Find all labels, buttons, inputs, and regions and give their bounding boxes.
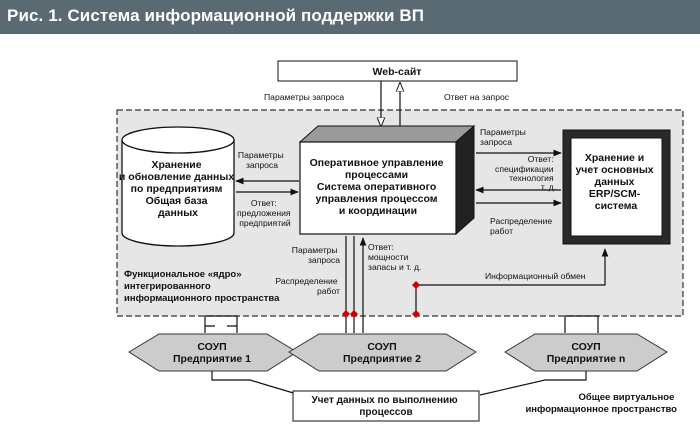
query-params-top-label: Параметры запроса bbox=[264, 92, 344, 102]
erp-scm-text: Хранение и учет основных данных ERP/SCM-… bbox=[575, 152, 656, 212]
bottom-query-label: Параметры запроса bbox=[292, 245, 340, 265]
center-line-5: и координации bbox=[339, 205, 417, 217]
left-reply-label: Ответ: предложения предприятий bbox=[237, 198, 293, 228]
erp-line-2: учет основных bbox=[575, 164, 653, 176]
database-text: Хранение и обновление данных по предприя… bbox=[119, 159, 237, 219]
virtual-space-label: Общее виртуальное информационное простра… bbox=[525, 392, 677, 415]
title-bar: Рис. 1. Система информационной поддержки… bbox=[0, 0, 700, 34]
left-query-label: Параметры запроса bbox=[238, 150, 286, 170]
enterprise-n-link bbox=[564, 315, 599, 333]
website-box bbox=[277, 60, 518, 82]
enterprise-1-sub: Предприятие 1 bbox=[173, 353, 251, 365]
figure-title: Рис. 1. Система информационной поддержки… bbox=[7, 6, 425, 25]
erp-line-1: Хранение и bbox=[585, 152, 644, 164]
enterprise-1-link bbox=[204, 315, 238, 327]
enterprise-n-name: СОУП bbox=[571, 341, 600, 353]
erp-line-4: ERP/SCM- bbox=[589, 188, 641, 200]
db-line-3: по предприятиям bbox=[131, 183, 223, 195]
enterprise-1-to-accounting bbox=[211, 371, 301, 396]
center-line-4: управления процессом bbox=[316, 193, 438, 205]
db-line-2: и обновление данных bbox=[119, 171, 234, 183]
marker-1 bbox=[342, 310, 350, 318]
marker-2 bbox=[350, 310, 358, 318]
db-line-5: данных bbox=[158, 207, 198, 219]
enterprise-2-hexagon: СОУП Предприятие 2 bbox=[288, 333, 477, 372]
bottom-reply-label: Ответ: мощности запасы и т. д. bbox=[368, 242, 421, 272]
erp-scm-block: Хранение и учет основных данных ERP/SCM-… bbox=[562, 129, 671, 245]
info-exchange-label: Информационный обмен bbox=[485, 271, 586, 281]
enterprise-2-sub: Предприятие 2 bbox=[343, 353, 421, 365]
enterprise-1-name: СОУП bbox=[197, 341, 226, 353]
center-line-3: Система оперативного bbox=[317, 181, 436, 193]
center-line-2: процессами bbox=[345, 169, 408, 181]
marker-4 bbox=[412, 310, 420, 318]
operational-management-block: Оперативное управление процессами Систем… bbox=[298, 124, 476, 236]
erp-line-3: данных bbox=[595, 176, 635, 188]
db-line-4: Общая база bbox=[146, 195, 208, 207]
enterprise-n-sub: Предприятие n bbox=[547, 353, 626, 365]
db-line-1: Хранение bbox=[152, 159, 202, 171]
bottom-distribution-label: Распределение работ bbox=[275, 276, 340, 296]
database-block: Хранение и обновление данных по предприя… bbox=[119, 126, 237, 247]
accounting-text: Учет данных по выполнению процессов bbox=[312, 395, 461, 418]
connection-markers bbox=[342, 281, 420, 318]
enterprise-n-to-accounting bbox=[479, 371, 587, 396]
info-exchange-line bbox=[415, 248, 609, 314]
erp-line-5: система bbox=[595, 200, 638, 212]
core-label: Функциональное «ядро» интегрированного и… bbox=[124, 269, 280, 304]
enterprise-2-name: СОУП bbox=[367, 341, 396, 353]
center-line-1: Оперативное управление bbox=[310, 157, 444, 169]
marker-3 bbox=[412, 281, 420, 289]
reply-top-label: Ответ на запрос bbox=[444, 92, 510, 102]
right-reply-label: Ответ: спецификации технология т. д. bbox=[495, 154, 556, 192]
right-distribution-label: Распределение работ bbox=[490, 216, 555, 236]
enterprise-1-hexagon: СОУП Предприятие 1 bbox=[128, 333, 298, 372]
website-label: Web-сайт bbox=[373, 66, 422, 78]
operational-management-text: Оперативное управление процессами Систем… bbox=[310, 157, 447, 217]
enterprise-n-hexagon: СОУП Предприятие n bbox=[504, 333, 668, 372]
right-query-label: Параметры запроса bbox=[480, 127, 528, 147]
accounting-box bbox=[292, 390, 480, 422]
